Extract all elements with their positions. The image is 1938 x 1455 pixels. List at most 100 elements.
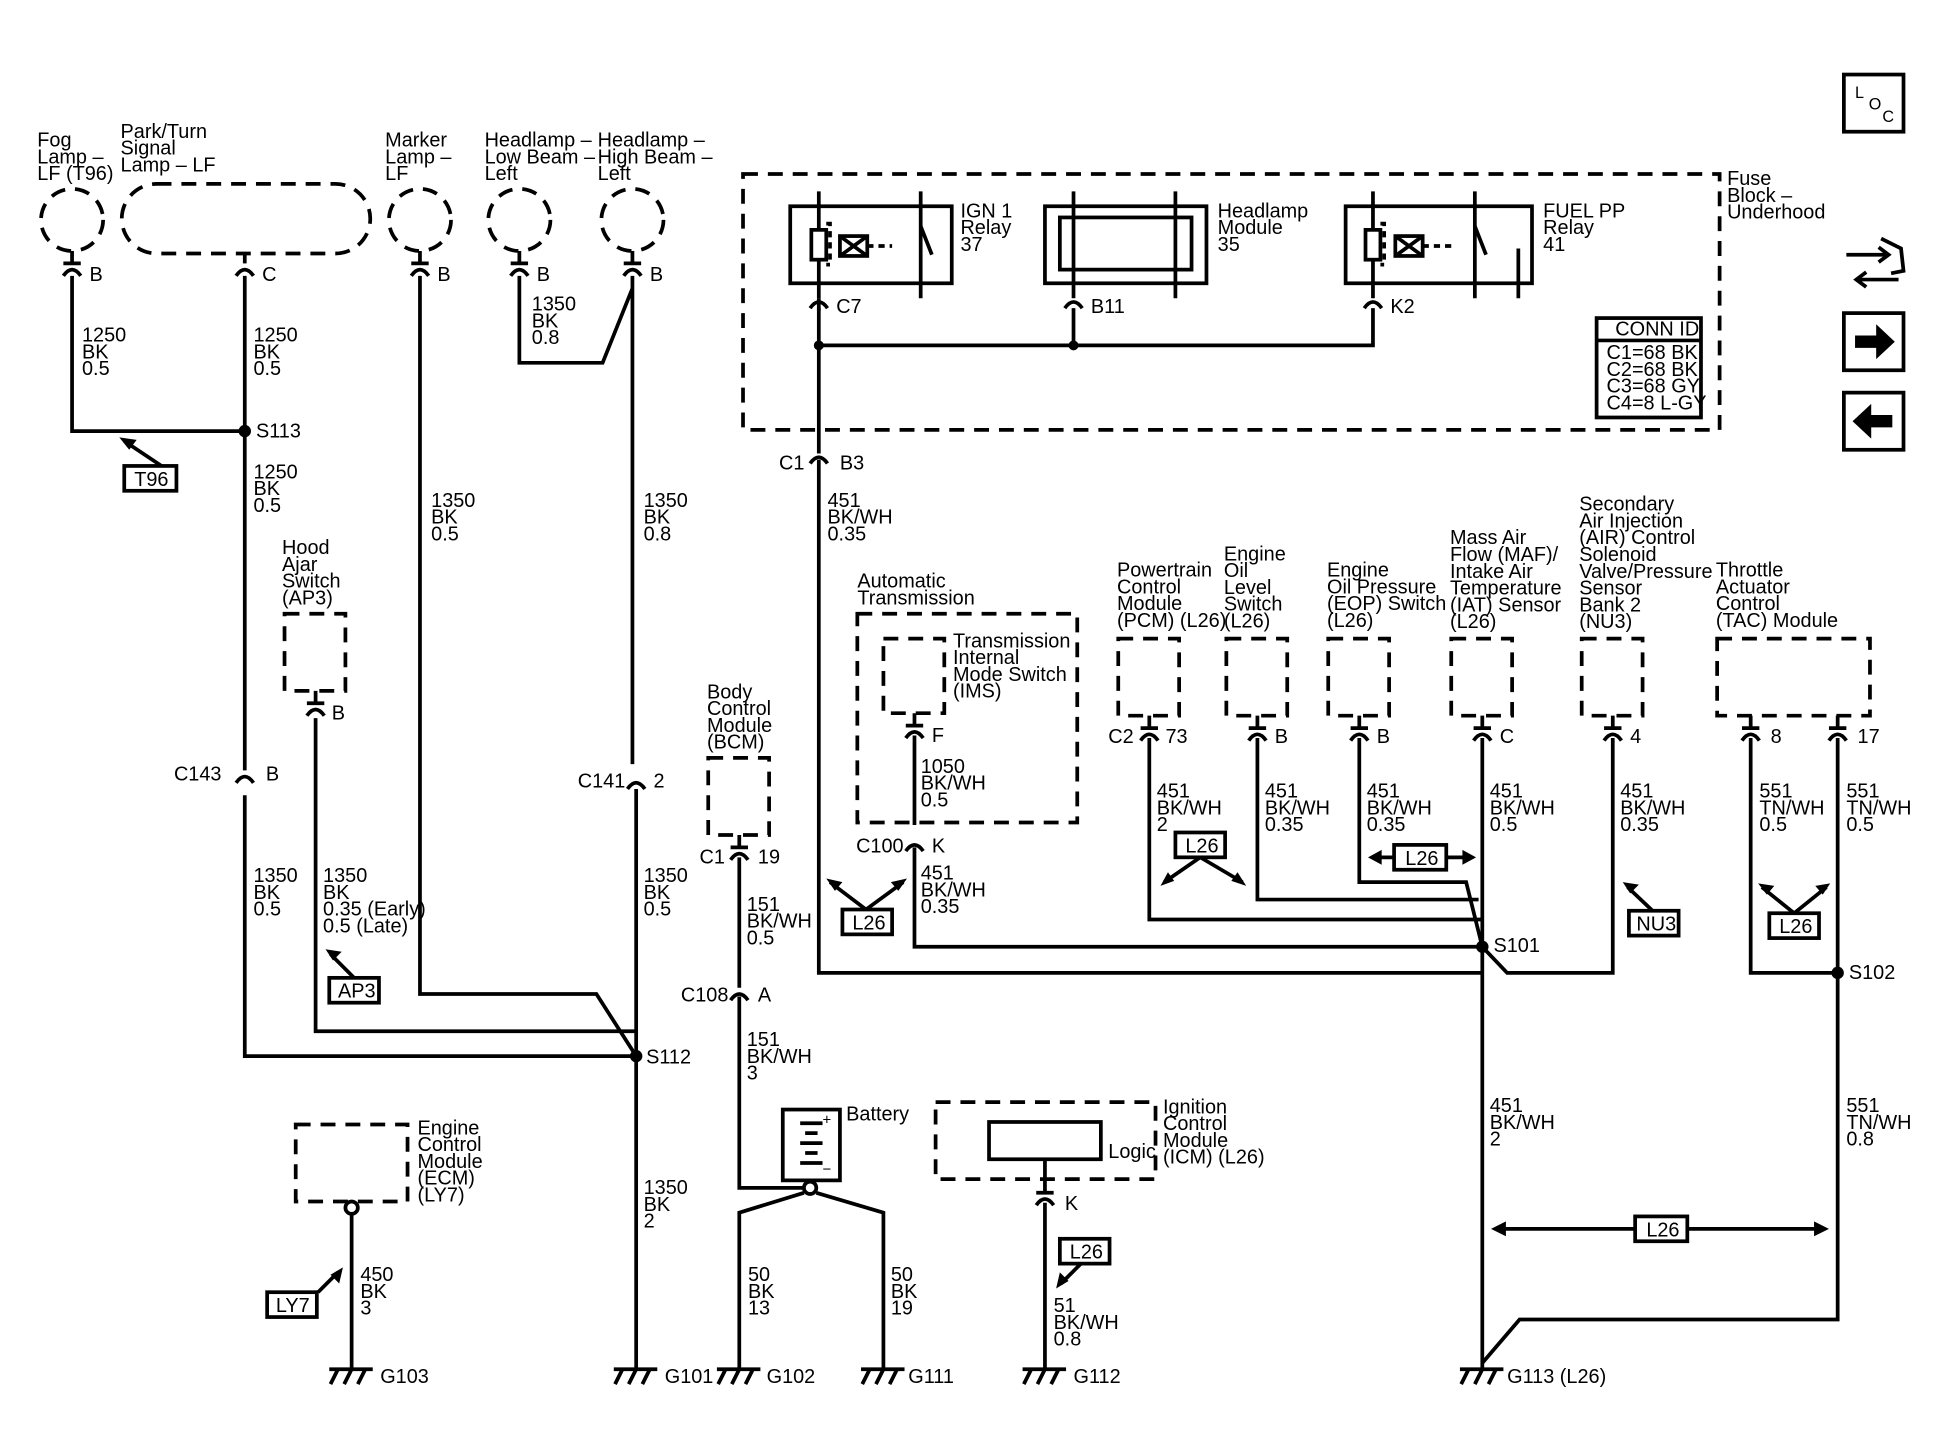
option-l26-pcm: L26 xyxy=(1160,830,1247,886)
label-line: 13 xyxy=(748,1298,770,1320)
loc-icon-o: O xyxy=(1869,95,1882,113)
option-l26-trans-label: L26 xyxy=(852,912,885,934)
label-line: (EOP) Switch xyxy=(1327,593,1446,615)
label-line: Fuse xyxy=(1727,168,1771,190)
headlamp-low-beam: Headlamp –Low Beam –Left xyxy=(485,130,596,253)
pin-c143: C143 xyxy=(174,763,222,785)
next-page-button[interactable] xyxy=(1842,311,1906,373)
ground-g111: G111 xyxy=(908,1366,954,1388)
label-line: Actuator xyxy=(1716,576,1790,598)
ground-g113: G113 (L26) xyxy=(1507,1366,1606,1388)
label-line: BK xyxy=(532,310,559,332)
label-line: 451 xyxy=(1490,1095,1523,1117)
option-nu3-label: NU3 xyxy=(1636,914,1676,936)
label-line: BK/WH xyxy=(1620,797,1685,819)
label-line: BK xyxy=(360,1281,387,1303)
battery-minus: − xyxy=(823,1162,832,1178)
label-line: BK xyxy=(253,478,280,500)
label-line: 0.8 xyxy=(532,327,560,349)
label-line: 0.5 xyxy=(747,927,775,949)
pin-ims-f: F xyxy=(932,725,944,747)
option-ly7-label: LY7 xyxy=(276,1295,310,1317)
label-line: Lamp – LF xyxy=(121,154,216,176)
label-line: 451 xyxy=(1265,781,1298,803)
label-line: Left xyxy=(598,163,632,185)
label-line: 0.5 xyxy=(431,523,459,545)
option-l26-trans: L26 xyxy=(826,878,908,937)
label-line: BK xyxy=(644,507,671,529)
prev-page-button[interactable] xyxy=(1842,390,1906,452)
pin-park-c: C xyxy=(262,264,276,286)
ground-g101: G101 xyxy=(665,1366,714,1388)
label-line: Body xyxy=(707,681,752,703)
option-l26-bottom-label: L26 xyxy=(1646,1219,1679,1241)
label-line: 0.5 xyxy=(644,899,672,921)
label-line: Lamp – xyxy=(37,146,104,168)
label-line: 50 xyxy=(891,1264,913,1286)
label-line: 51 xyxy=(1054,1295,1076,1317)
label-line: Signal xyxy=(121,138,176,160)
lamp-connectors: B C B B B xyxy=(61,250,663,286)
pin-marker-b: B xyxy=(437,264,450,286)
label-line: 1350 xyxy=(644,490,688,512)
label-line: 3 xyxy=(747,1063,758,1085)
label-line: FUEL PP xyxy=(1543,200,1625,222)
label-line: 1250 xyxy=(82,325,126,347)
pin-tac-8: 8 xyxy=(1771,726,1782,748)
headlamp-high-beam-label: Headlamp –High Beam –Left xyxy=(598,130,714,186)
pin-eop-b: B xyxy=(1377,726,1390,748)
option-nu3: NU3 xyxy=(1622,882,1681,938)
pin-bcm-c1: C1 xyxy=(700,847,725,869)
connector-icon[interactable] xyxy=(1846,236,1906,289)
pin-oil-b: B xyxy=(1275,726,1288,748)
label-line: 0.5 xyxy=(1846,814,1874,836)
label-line: IGN 1 xyxy=(960,200,1012,222)
label-line: 0.8 xyxy=(1054,1329,1082,1351)
label-line: 1350 xyxy=(323,865,367,887)
label-line: 451 xyxy=(828,490,861,512)
label-line: 0.35 xyxy=(921,896,960,918)
label-line: Transmission xyxy=(857,587,974,609)
pin-b3: B3 xyxy=(840,453,864,475)
label-line: 151 xyxy=(747,1029,780,1051)
label-line: 0.35 xyxy=(828,523,867,545)
label-line: Temperature xyxy=(1450,578,1562,600)
label-line: (BCM) xyxy=(707,732,764,754)
option-l26-tac: L26 xyxy=(1758,883,1831,940)
label-line: BK xyxy=(891,1281,918,1303)
icm-logic-label: Logic xyxy=(1108,1141,1156,1163)
label-line: BK xyxy=(82,341,109,363)
label-line: Ajar xyxy=(282,554,318,576)
label-line: Level xyxy=(1224,577,1272,599)
label-line: Control xyxy=(707,698,771,720)
splice-s113: S113 xyxy=(256,420,301,442)
label-line: BK xyxy=(323,882,350,904)
pin-low-b: B xyxy=(537,264,550,286)
label-line: Switch xyxy=(282,571,341,593)
label-line: Switch xyxy=(1224,594,1283,616)
label-line: BK/WH xyxy=(1490,797,1555,819)
pin-bcm-19: 19 xyxy=(758,847,780,869)
loc-button[interactable]: L O C xyxy=(1842,72,1906,134)
